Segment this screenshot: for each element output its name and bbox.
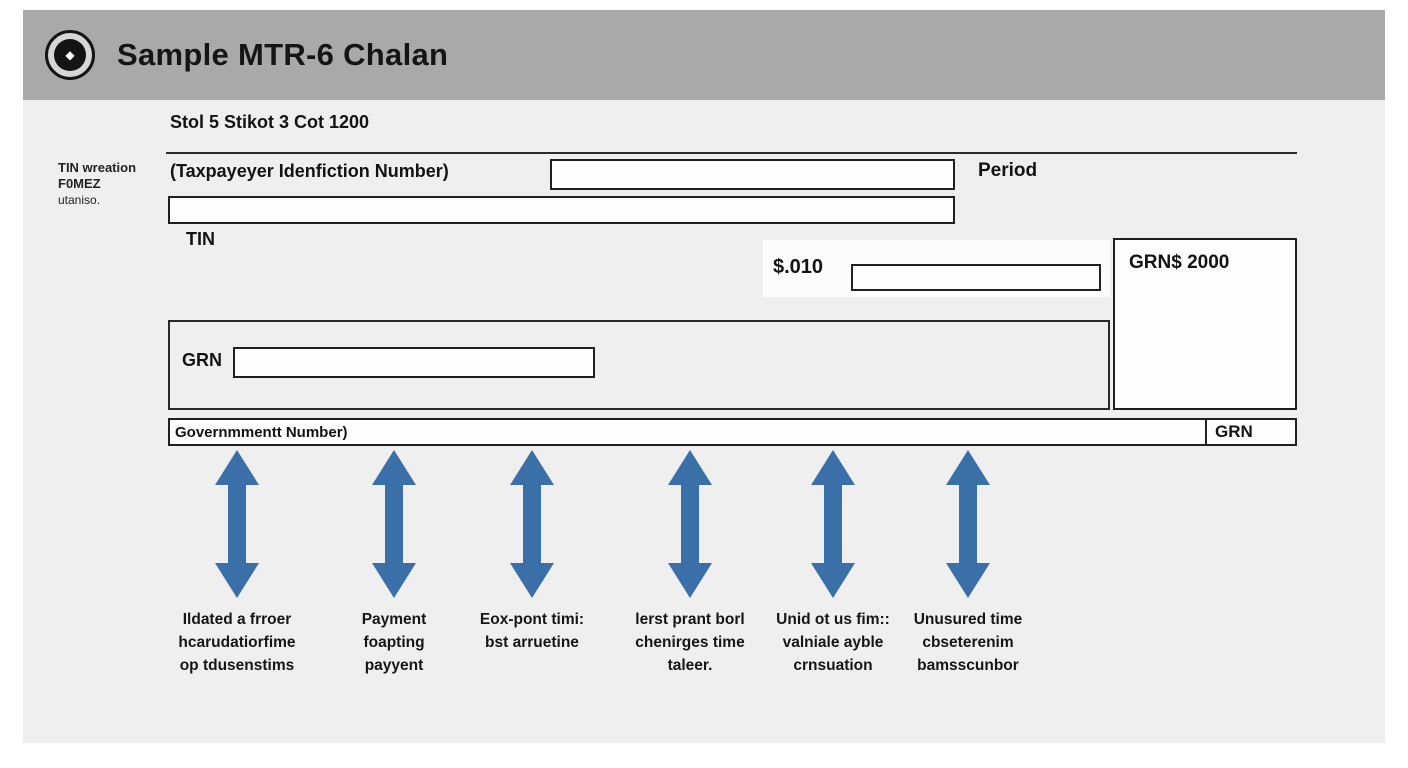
annotation-line: op tdusenstims (179, 657, 295, 674)
amount-label: $.010 (773, 256, 824, 278)
double-arrow-icon (946, 450, 990, 598)
annotation-line: foapting (363, 634, 425, 651)
amount-input[interactable] (851, 264, 1101, 291)
annotation-label: Ildated a frroer hcarudatiorfime op tdus… (147, 608, 327, 677)
grn-cell: GRN (1205, 420, 1295, 444)
annotation-line: payyent (364, 657, 424, 674)
annotation-line: Unid ot us fim:: (776, 611, 890, 628)
annotation-label: Unusured time cbseterenim bamsscunbor (878, 608, 1058, 677)
double-arrow-icon (811, 450, 855, 598)
grn-input[interactable] (233, 347, 595, 378)
double-arrow-icon (668, 450, 712, 598)
page-title: Sample MTR-6 Chalan (117, 37, 449, 72)
seal-icon: ◆ (45, 30, 95, 80)
annotation-line: Payment (361, 611, 427, 628)
annotation-label: Unid ot us fim:: valniale ayble crnsuati… (743, 608, 923, 677)
grn-total-label: GRN$ 2000 (1129, 252, 1230, 273)
page-header: ◆ Sample MTR-6 Chalan (23, 10, 1385, 100)
double-arrow-icon (372, 450, 416, 598)
government-number-label: Governmmentt Number) (175, 423, 348, 441)
amount-row: $.010 (763, 240, 1110, 297)
annotation-line: Eox-pont timi: (479, 611, 585, 628)
grn-cell-label: GRN (1215, 422, 1253, 441)
double-arrow-icon (510, 450, 554, 598)
margin-note-line2: F0MEZ (58, 176, 101, 191)
double-arrow-icon (215, 450, 259, 598)
grn-area: GRN (168, 320, 1110, 410)
taxpayer-id-input[interactable] (550, 159, 955, 190)
annotation-label: Eox-pont timi: bst arruetine (442, 608, 622, 654)
annotation-line: cbseterenim (922, 634, 1014, 651)
annotation-line: lerst prant borl (635, 611, 745, 628)
annotation-label: Payment foapting payyent (314, 608, 474, 677)
government-number-bar: Governmmentt Number) GRN (168, 418, 1297, 446)
margin-note-line3: utaniso. (58, 193, 101, 207)
annotation-line: bamsscunbor (917, 657, 1019, 674)
margin-note: TIN wreation F0MEZ utaniso. (58, 160, 168, 208)
chalan-sheet: Stol 5 Stikot 3 Cot 1200 TIN wreation F0… (23, 100, 1385, 743)
annotation-line: Unusured time (913, 611, 1023, 628)
annotation-line: Ildated a frroer (182, 611, 292, 628)
top-divider (166, 152, 1297, 154)
annotation-label: lerst prant borl chenirges time taleer. (600, 608, 780, 677)
taxpayer-id-label: (Taxpayeyer Idenfiction Number) (170, 161, 449, 181)
form-subtitle: Stol 5 Stikot 3 Cot 1200 (170, 112, 370, 132)
annotation-line: bst arruetine (485, 634, 579, 651)
period-label: Period (978, 160, 1038, 181)
annotation-line: chenirges time (635, 634, 745, 651)
margin-note-line1: TIN wreation (58, 160, 137, 175)
annotation-line: valniale ayble (782, 634, 884, 651)
seal-icon-core: ◆ (54, 39, 86, 71)
annotation-line: taleer. (667, 657, 713, 674)
grn-total-box: GRN$ 2000 (1113, 238, 1297, 410)
annotation-line: crnsuation (793, 657, 873, 674)
secondary-input[interactable] (168, 196, 955, 224)
grn-label: GRN (182, 350, 222, 370)
annotation-line: hcarudatiorfime (178, 634, 296, 651)
tin-label: TIN (186, 229, 215, 249)
